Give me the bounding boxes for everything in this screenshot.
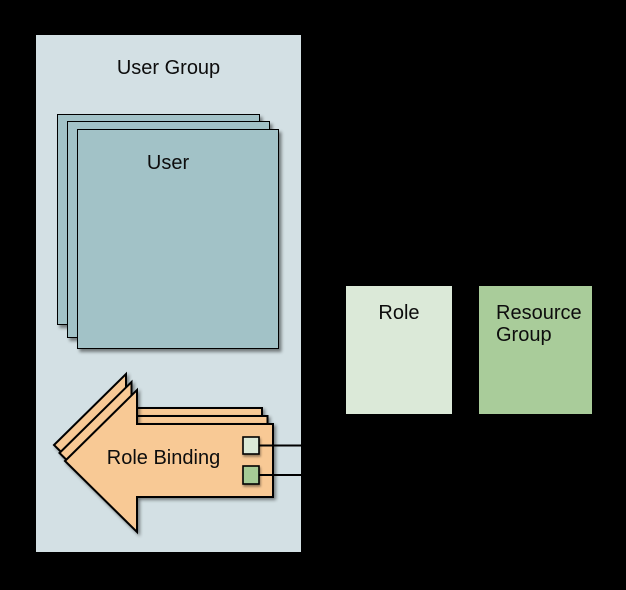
role-binding-arrow-front	[63, 387, 274, 535]
user-label: User	[146, 152, 190, 174]
role-binding-label: Role Binding	[106, 447, 221, 469]
role-box	[345, 285, 453, 415]
resource-group-box	[478, 285, 593, 415]
resource-group-chip	[242, 465, 260, 485]
user-card-front	[77, 129, 279, 349]
resource-group-label: Resource Group	[496, 302, 582, 346]
user-group-label: User Group	[116, 57, 221, 79]
role-label: Role	[378, 302, 420, 324]
role-chip	[242, 436, 260, 455]
